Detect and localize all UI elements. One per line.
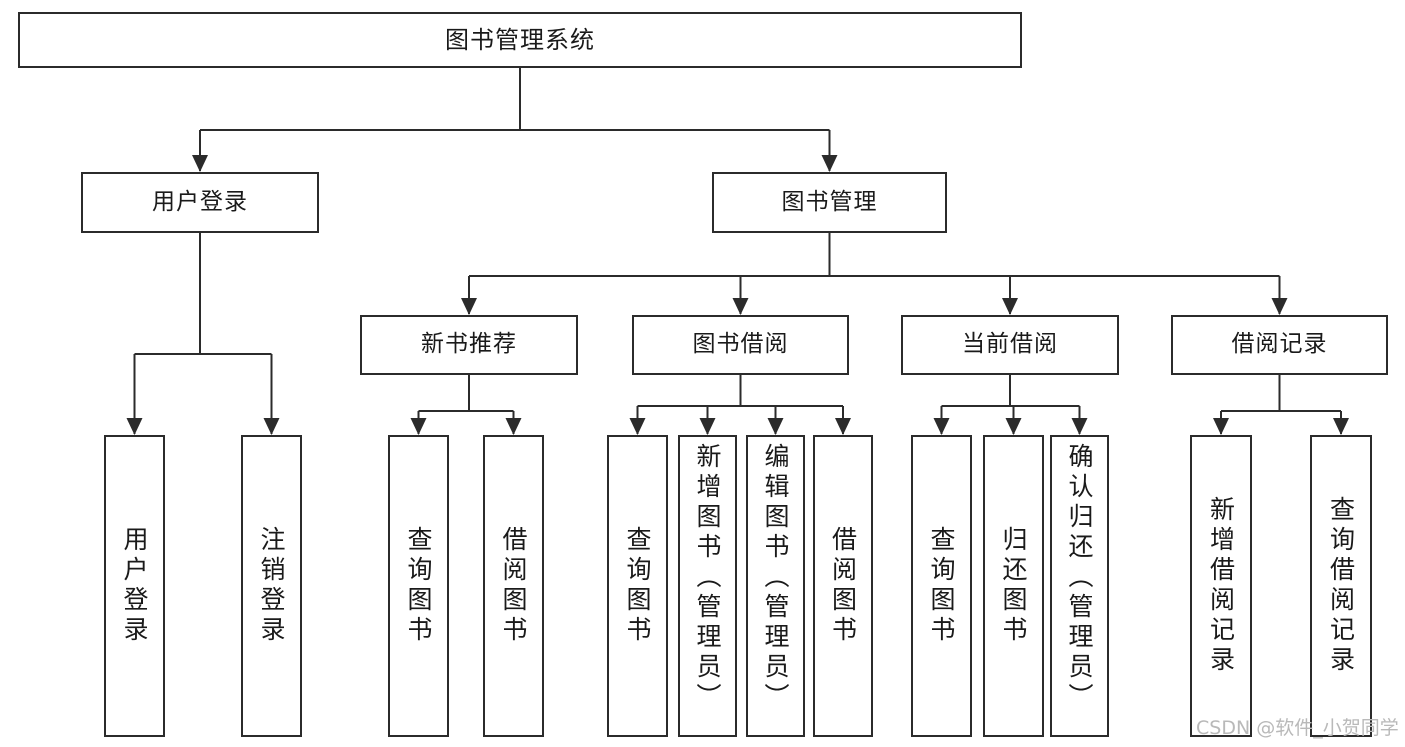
- node-label: 查询图书: [623, 526, 652, 646]
- node-label: 查询图书: [927, 526, 956, 646]
- node-l-b1[interactable]: 借阅图书: [483, 435, 544, 737]
- node-borrow[interactable]: 图书借阅: [632, 315, 849, 375]
- node-login[interactable]: 用户登录: [81, 172, 319, 233]
- node-root[interactable]: 图书管理系统: [18, 12, 1022, 68]
- node-label: 借阅记录: [1231, 331, 1328, 358]
- node-current[interactable]: 当前借阅: [901, 315, 1119, 375]
- node-l-qrec[interactable]: 查询借阅记录: [1310, 435, 1372, 737]
- watermark: CSDN @软件_小贺同学: [1196, 717, 1399, 739]
- node-label: 图书管理: [781, 188, 878, 215]
- node-l-login[interactable]: 用户登录: [104, 435, 165, 737]
- node-l-ret[interactable]: 归还图书: [983, 435, 1044, 737]
- node-newrec[interactable]: 新书推荐: [360, 315, 578, 375]
- node-l-q3[interactable]: 查询图书: [911, 435, 972, 737]
- node-bookmgmt[interactable]: 图书管理: [712, 172, 947, 233]
- node-label: 查询图书: [404, 526, 433, 646]
- node-history[interactable]: 借阅记录: [1171, 315, 1388, 375]
- node-label: 用户登录: [120, 526, 149, 646]
- node-l-logout[interactable]: 注销登录: [241, 435, 302, 737]
- node-label: 用户登录: [152, 188, 248, 215]
- node-label: 确认归还（管理员）: [1065, 443, 1094, 713]
- node-label: 注销登录: [257, 526, 286, 646]
- node-label: 借阅图书: [499, 526, 528, 646]
- node-label: 新增图书（管理员）: [693, 443, 722, 713]
- node-label: 新书推荐: [421, 331, 517, 358]
- node-l-addrec[interactable]: 新增借阅记录: [1190, 435, 1252, 737]
- node-label: 归还图书: [999, 526, 1028, 646]
- node-l-q1[interactable]: 查询图书: [388, 435, 449, 737]
- node-label: 图书借阅: [692, 331, 789, 358]
- node-label: 图书管理系统: [445, 25, 595, 54]
- node-label: 新增借阅记录: [1206, 496, 1236, 676]
- node-label: 查询借阅记录: [1326, 496, 1356, 676]
- node-l-conf[interactable]: 确认归还（管理员）: [1050, 435, 1109, 737]
- node-l-b2[interactable]: 借阅图书: [813, 435, 873, 737]
- node-label: 编辑图书（管理员）: [761, 443, 790, 713]
- node-l-edit[interactable]: 编辑图书（管理员）: [746, 435, 805, 737]
- node-label: 借阅图书: [828, 526, 858, 646]
- node-l-add[interactable]: 新增图书（管理员）: [678, 435, 737, 737]
- node-label: 当前借阅: [962, 331, 1058, 358]
- node-l-q2[interactable]: 查询图书: [607, 435, 668, 737]
